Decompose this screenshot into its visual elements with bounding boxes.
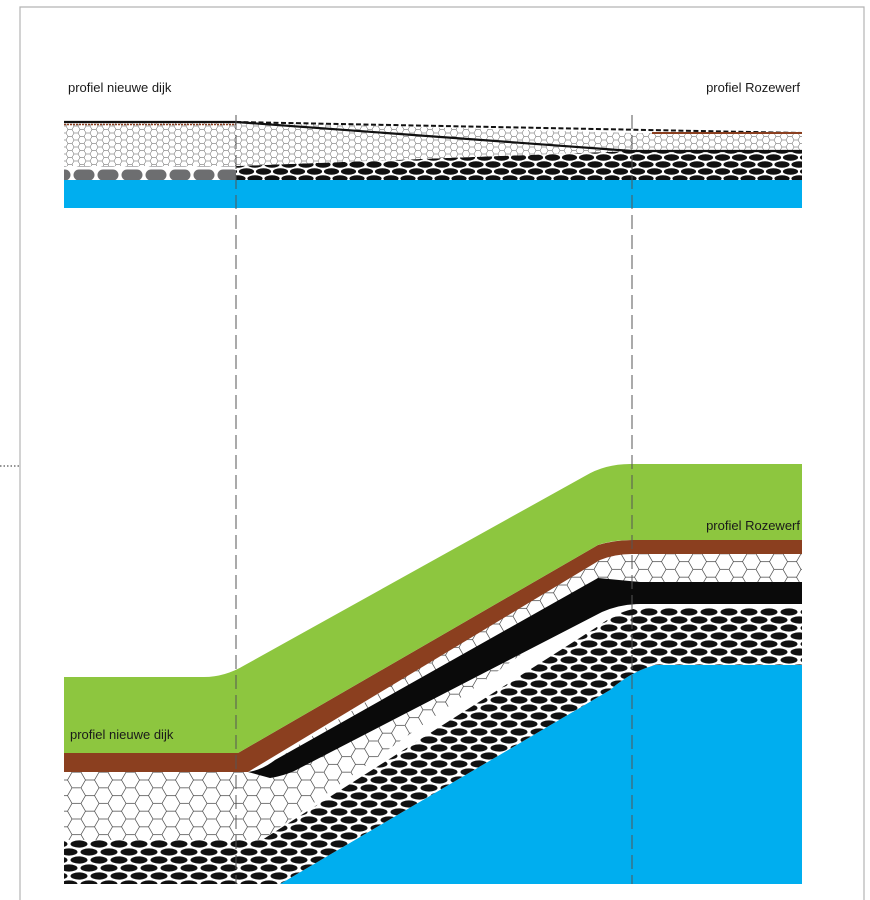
asphalt-layer xyxy=(248,578,802,778)
bottom-profile: profiel nieuwe dijk profiel Rozewerf xyxy=(64,464,802,884)
stone-armour-layer xyxy=(64,608,802,884)
top-dashed-line xyxy=(235,121,803,134)
grass-layer xyxy=(64,464,802,753)
top-water-layer xyxy=(64,180,802,208)
top-asphalt-line xyxy=(235,120,802,153)
top-profile: profiel nieuwe dijk profiel Rozewerf xyxy=(64,80,803,208)
water-layer xyxy=(280,665,802,884)
top-grey-stone-layer xyxy=(64,166,236,180)
top-black-stone-layer xyxy=(236,151,802,180)
frame-border xyxy=(19,6,865,900)
top-label-nieuwe-dijk: profiel nieuwe dijk xyxy=(68,80,172,95)
bottom-label-nieuwe-dijk: profiel nieuwe dijk xyxy=(70,727,174,742)
bottom-label-rozewerf: profiel Rozewerf xyxy=(706,518,800,533)
top-sand-layer xyxy=(64,122,802,166)
top-label-rozewerf: profiel Rozewerf xyxy=(706,80,800,95)
clay-layer xyxy=(64,540,802,772)
